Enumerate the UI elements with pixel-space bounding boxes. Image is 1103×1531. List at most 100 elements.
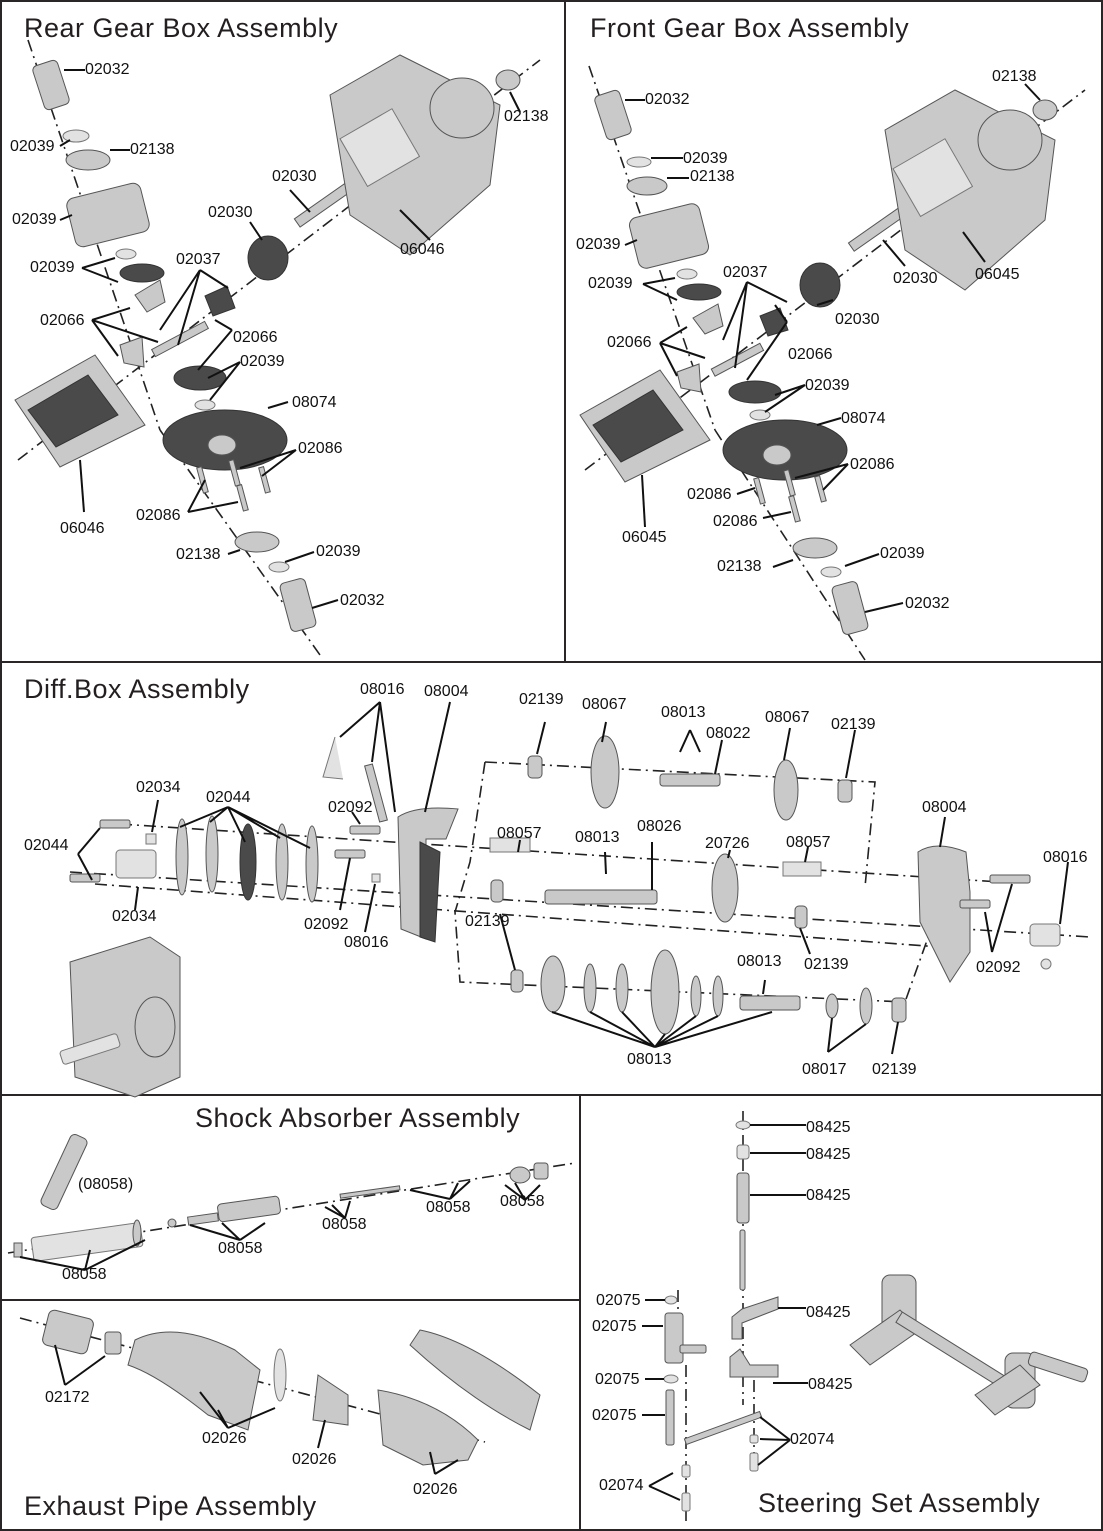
part-label: 06046: [60, 520, 105, 537]
rear-gearbox-drawing: [14, 39, 541, 656]
shock-absorber-panel: Shock Absorber Assembly (08058) 08058 08…: [0, 1095, 580, 1300]
part-label: 08013: [737, 953, 782, 970]
part-label: 02039: [12, 211, 57, 228]
part-label: 02034: [136, 779, 181, 796]
part-label: 02039: [576, 236, 621, 253]
part-label: 08004: [424, 683, 469, 700]
part-label: 08425: [806, 1304, 851, 1321]
part-label: 08016: [344, 934, 389, 951]
diff-box-title: Diff.Box Assembly: [24, 674, 250, 704]
part-label: 02030: [272, 168, 317, 185]
divider-top-vertical: [564, 0, 566, 662]
divider-top-horizontal: [0, 661, 1103, 663]
part-label: 08058: [62, 1266, 107, 1283]
exhaust-pipe-title: Exhaust Pipe Assembly: [24, 1491, 317, 1521]
part-label: 08074: [841, 410, 886, 427]
part-label: 06045: [622, 529, 667, 546]
part-label: 02138: [176, 546, 221, 563]
part-label: 08425: [808, 1376, 853, 1393]
part-label: 02092: [328, 799, 373, 816]
part-label: 06046: [400, 241, 445, 258]
part-label: 08013: [575, 829, 620, 846]
spring-part: [30, 1222, 144, 1262]
part-label: 08425: [806, 1187, 851, 1204]
part-label: 02066: [607, 334, 652, 351]
part-label: 02139: [872, 1061, 917, 1078]
part-label: 08067: [765, 709, 810, 726]
part-label: 02039: [10, 138, 55, 155]
part-label: 02075: [596, 1292, 641, 1309]
part-label: 02039: [683, 150, 728, 167]
part-label: 08013: [627, 1051, 672, 1068]
output-cup-part: [32, 59, 70, 111]
part-label: 02075: [592, 1407, 637, 1424]
part-label: 02032: [340, 592, 385, 609]
part-label: 08058: [500, 1193, 545, 1210]
part-label: 08017: [802, 1061, 847, 1078]
part-label: 02138: [992, 68, 1037, 85]
part-label: 02075: [595, 1371, 640, 1388]
part-label: 08016: [1043, 849, 1088, 866]
part-label: 20726: [705, 835, 750, 852]
part-label: 02026: [292, 1451, 337, 1468]
part-label: 02139: [831, 716, 876, 733]
part-label: 08026: [637, 818, 682, 835]
part-label: 02086: [136, 507, 181, 524]
steering-set-title: Steering Set Assembly: [758, 1488, 1041, 1518]
exhaust-pipe-panel: Exhaust Pipe Assembly 02172 02026 02026 …: [0, 1300, 580, 1531]
part-label: 02138: [717, 558, 762, 575]
part-label: 02074: [599, 1477, 644, 1494]
part-label: 02075: [592, 1318, 637, 1335]
part-label: 08058: [218, 1240, 263, 1257]
part-label: 08067: [582, 696, 627, 713]
part-label: 02030: [835, 311, 880, 328]
part-label: 02032: [905, 595, 950, 612]
divider-bottom-vertical: [579, 1095, 581, 1531]
part-label: 02037: [176, 251, 221, 268]
part-label: 02086: [713, 513, 758, 530]
part-label: 02139: [519, 691, 564, 708]
part-label: 08074: [292, 394, 337, 411]
part-label: (08058): [78, 1176, 134, 1193]
part-label: 08425: [806, 1146, 851, 1163]
part-label: 02139: [804, 956, 849, 973]
part-label: 02034: [112, 908, 157, 925]
part-label: 02086: [850, 456, 895, 473]
part-label: 08004: [922, 799, 967, 816]
part-label: 08057: [786, 834, 831, 851]
part-label: 02037: [723, 264, 768, 281]
part-label: 02092: [976, 959, 1021, 976]
part-label: 02026: [202, 1430, 247, 1447]
steering-set-drawing: [642, 1111, 1089, 1525]
rear-gearbox-title: Rear Gear Box Assembly: [24, 13, 339, 43]
part-label: 02139: [465, 913, 510, 930]
part-label: 02066: [788, 346, 833, 363]
part-label: 02138: [130, 141, 175, 158]
part-label: 08013: [661, 704, 706, 721]
part-label: 02138: [504, 108, 549, 125]
shock-absorber-title: Shock Absorber Assembly: [195, 1103, 521, 1133]
shock-absorber-drawing: [7, 1133, 576, 1271]
steering-set-panel: Steering Set Assembly: [580, 1095, 1103, 1531]
part-label: 02044: [24, 837, 69, 854]
divider-mid-horizontal: [0, 1094, 1103, 1096]
part-label: 02074: [790, 1431, 835, 1448]
part-label: 08058: [426, 1199, 471, 1216]
diff-box-drawing: [59, 701, 1091, 1098]
part-label: 02032: [85, 61, 130, 78]
part-label: 02039: [805, 377, 850, 394]
part-label: 08058: [322, 1216, 367, 1233]
part-label: 02138: [690, 168, 735, 185]
part-label: 08016: [360, 681, 405, 698]
part-label: 02039: [880, 545, 925, 562]
diff-box-panel: Diff.Box Assembly: [0, 662, 1103, 1098]
part-label: 02039: [316, 543, 361, 560]
part-label: 02066: [40, 312, 85, 329]
part-label: 02030: [893, 270, 938, 287]
part-label: 08022: [706, 725, 751, 742]
part-label: 02032: [645, 91, 690, 108]
exhaust-pipe-drawing: [19, 1309, 541, 1475]
part-label: 02092: [304, 916, 349, 933]
part-label: 02039: [240, 353, 285, 370]
divider-bottom-left-horizontal: [0, 1299, 580, 1301]
